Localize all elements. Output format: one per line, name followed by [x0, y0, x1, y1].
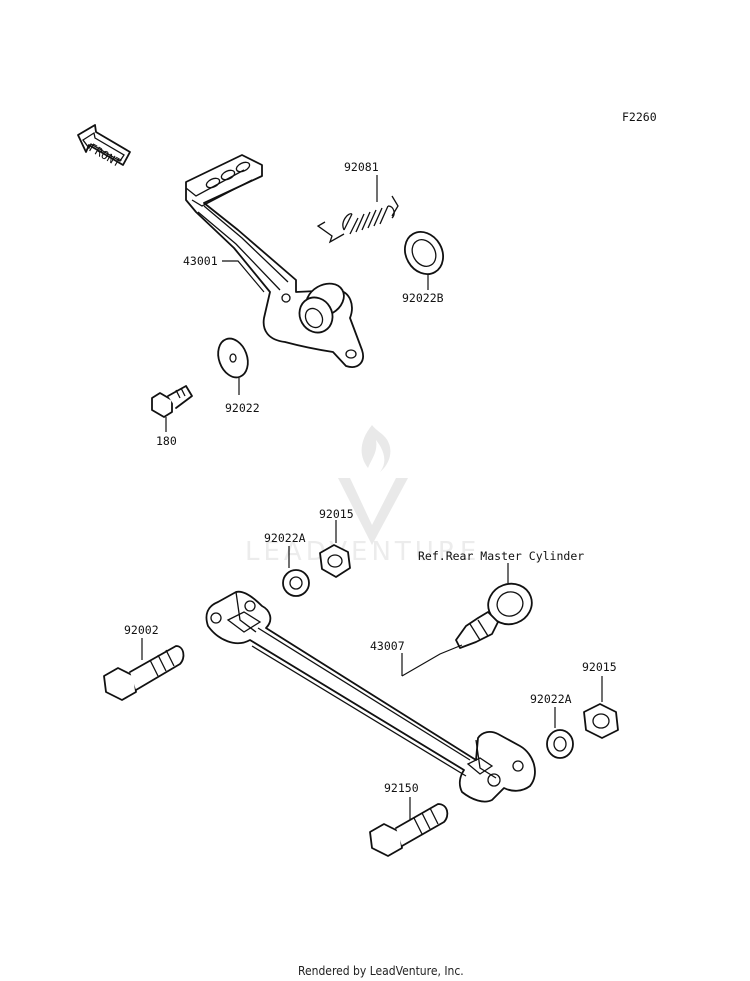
bolt-180 [151, 385, 193, 418]
nut-92015-upper [319, 544, 351, 578]
bolt-92002 [103, 645, 185, 701]
master-cylinder-clevis [455, 582, 533, 649]
label-92022b: 92022B [402, 291, 444, 305]
label-92022a-lower: 92022A [530, 692, 572, 706]
bolt-92150 [369, 803, 449, 857]
watermark-text: LEADVENTURE [245, 537, 480, 567]
washer-92022a-lower [546, 729, 574, 759]
nut-92015-lower [583, 703, 619, 739]
washer-92022 [217, 337, 249, 379]
washer-92022b [404, 231, 444, 275]
brake-pedal-43001 [185, 154, 364, 368]
label-92015-upper: 92015 [319, 507, 354, 521]
label-92150: 92150 [384, 781, 419, 795]
washer-92022a-upper [282, 569, 310, 597]
spring-92081 [316, 195, 399, 244]
label-180: 180 [156, 434, 177, 448]
tension-rod-43007 [205, 590, 536, 803]
figure-code: F2260 [622, 110, 657, 124]
reference-label: Ref.Rear Master Cylinder [418, 549, 584, 563]
front-arrow-icon: FRONT [77, 124, 131, 170]
footer-credit: Rendered by LeadVenture, Inc. [298, 964, 464, 978]
label-92081: 92081 [344, 160, 379, 174]
label-92015-lower: 92015 [582, 660, 617, 674]
label-92022a-upper: 92022A [264, 531, 306, 545]
label-92002: 92002 [124, 623, 159, 637]
watermark: LEADVENTURE [245, 425, 480, 567]
label-43001: 43001 [183, 254, 218, 268]
label-92022: 92022 [225, 401, 260, 415]
label-43007: 43007 [370, 639, 405, 653]
